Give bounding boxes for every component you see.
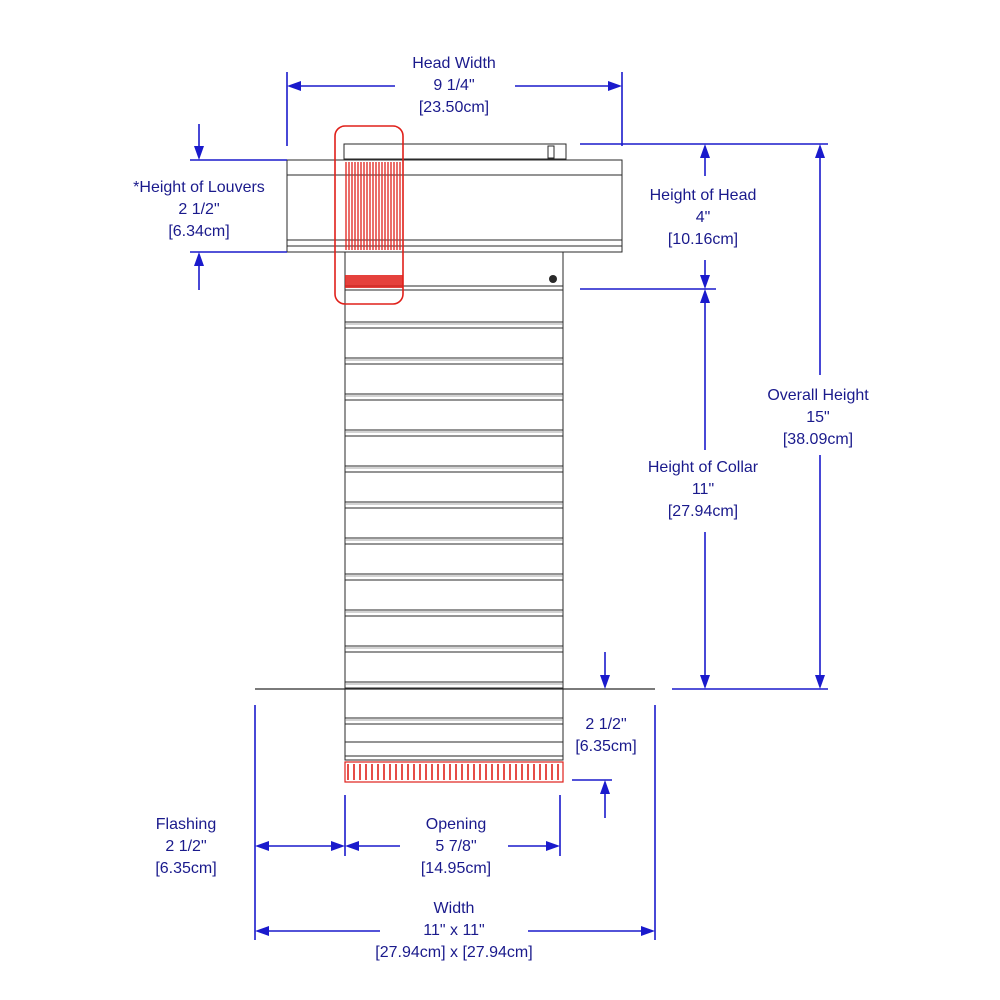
crimp-end: [344, 761, 564, 783]
overall-height-label: Overall Height 15" [38.09cm]: [767, 387, 869, 448]
collar-height-label: Height of Collar 11" [27.94cm]: [648, 459, 759, 520]
head-cap-top: [343, 143, 567, 160]
collar-rib: [345, 429, 563, 437]
collar-rib: [345, 573, 563, 581]
width-label: Width 11" x 11" [27.94cm] x [27.94cm]: [375, 900, 532, 961]
arrowheads: [194, 81, 825, 936]
louver-stripes: [345, 162, 401, 250]
overall-height-title: Overall Height: [767, 387, 869, 404]
vent-drawing: [255, 125, 655, 783]
head-width-title: Head Width: [412, 55, 496, 72]
head-width-label: Head Width 9 1/4" [23.50cm]: [412, 55, 496, 116]
collar-rib: [345, 681, 563, 689]
louver-highlight-box: [334, 125, 404, 305]
below-roof-label: 2 1/2" [6.35cm]: [575, 716, 636, 755]
head-height-label: Height of Head 4" [10.16cm]: [650, 187, 757, 248]
head-height-title: Height of Head: [650, 187, 757, 204]
collar-rib: [345, 393, 563, 401]
overall-height-imperial: 15": [806, 409, 829, 426]
opening-imperial: 5 7/8": [435, 838, 476, 855]
louvers-imperial: 2 1/2": [178, 201, 219, 218]
opening-metric: [14.95cm]: [421, 860, 491, 877]
neck-screw: [549, 275, 557, 283]
louvers-label: *Height of Louvers 2 1/2" [6.34cm]: [133, 179, 265, 240]
collar-rib: [345, 645, 563, 653]
collar-ribs: [345, 321, 563, 757]
cap-bolt: [547, 145, 555, 159]
flashing-metric: [6.35cm]: [155, 860, 216, 877]
collar-height-metric: [27.94cm]: [668, 503, 738, 520]
louvers-metric: [6.34cm]: [168, 223, 229, 240]
flashing-label: Flashing 2 1/2" [6.35cm]: [155, 816, 216, 877]
collar-height-title: Height of Collar: [648, 459, 759, 476]
collar-rib: [345, 537, 563, 545]
opening-label: Opening 5 7/8" [14.95cm]: [421, 816, 491, 877]
head-width-imperial: 9 1/4": [433, 77, 474, 94]
collar-rib: [345, 357, 563, 365]
flashing-imperial: 2 1/2": [165, 838, 206, 855]
overall-height-metric: [38.09cm]: [783, 431, 853, 448]
width-metric: [27.94cm] x [27.94cm]: [375, 944, 532, 961]
head-width-metric: [23.50cm]: [419, 99, 489, 116]
collar-rib: [345, 465, 563, 473]
collar-rib: [345, 321, 563, 329]
below-roof-imperial: 2 1/2": [585, 716, 626, 733]
crimp-band: [344, 761, 564, 783]
collar-rib: [345, 717, 563, 725]
head-height-metric: [10.16cm]: [668, 231, 738, 248]
louver-band: [345, 275, 403, 288]
collar-rib: [345, 501, 563, 509]
head-height-imperial: 4": [696, 209, 711, 226]
collar-rib: [345, 609, 563, 617]
flashing-title: Flashing: [156, 816, 216, 833]
vent-head: [286, 159, 623, 253]
collar-height-imperial: 11": [692, 481, 714, 498]
opening-title: Opening: [426, 816, 487, 833]
louvers-title: *Height of Louvers: [133, 179, 265, 196]
width-title: Width: [434, 900, 475, 917]
below-roof-metric: [6.35cm]: [575, 738, 636, 755]
width-imperial: 11" x 11": [423, 922, 484, 939]
